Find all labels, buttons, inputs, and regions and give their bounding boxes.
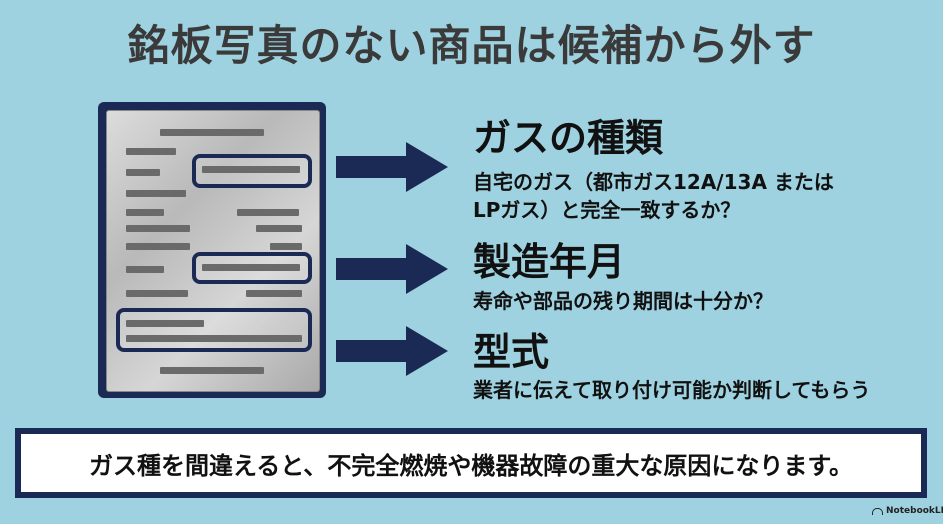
item-description: 寿命や部品の残り期間は十分か？ bbox=[473, 289, 773, 313]
plate-line bbox=[126, 243, 190, 250]
plate-line bbox=[256, 225, 302, 232]
plate-line bbox=[246, 290, 302, 297]
page-title: 銘板写真のない商品は候補から外す bbox=[127, 21, 816, 70]
item-heading-manufacture-date: 製造年月 bbox=[473, 240, 626, 284]
plate-line bbox=[270, 243, 302, 250]
item-description: 自宅のガス（都市ガス12A/13A または bbox=[473, 170, 834, 194]
plate-line bbox=[202, 166, 300, 173]
item-heading-gas-type: ガスの種類 bbox=[473, 116, 664, 160]
warning-box: ガス種を間違えると、不完全燃焼や機器故障の重大な原因になります。 bbox=[15, 428, 927, 498]
plate-line bbox=[126, 190, 186, 197]
highlight-model-number bbox=[116, 308, 312, 352]
item-description: 業者に伝えて取り付け可能か判断してもらう bbox=[473, 378, 871, 402]
warning-text: ガス種を間違えると、不完全燃焼や機器故障の重大な原因になります。 bbox=[89, 451, 853, 480]
plate-line bbox=[126, 320, 204, 327]
plate-line bbox=[160, 367, 264, 374]
plate-line bbox=[126, 266, 164, 273]
plate-line bbox=[202, 264, 300, 271]
plate-line bbox=[126, 148, 176, 155]
arrow-right-icon bbox=[336, 326, 448, 376]
brand-watermark: NotebookLM bbox=[872, 506, 943, 516]
notebooklm-logo-icon bbox=[872, 507, 883, 515]
plate-line bbox=[126, 290, 188, 297]
plate-line bbox=[237, 209, 299, 216]
plate-line bbox=[126, 209, 164, 216]
plate-line bbox=[126, 335, 302, 342]
arrow-right-icon bbox=[336, 244, 448, 294]
item-heading-model-number: 型式 bbox=[473, 330, 550, 374]
arrow-right-icon bbox=[336, 142, 448, 192]
brand-label: NotebookLM bbox=[886, 506, 943, 516]
plate-line bbox=[160, 129, 264, 136]
plate-line bbox=[126, 169, 160, 176]
plate-line bbox=[126, 225, 190, 232]
item-description: LPガス）と完全一致するか？ bbox=[473, 198, 741, 222]
